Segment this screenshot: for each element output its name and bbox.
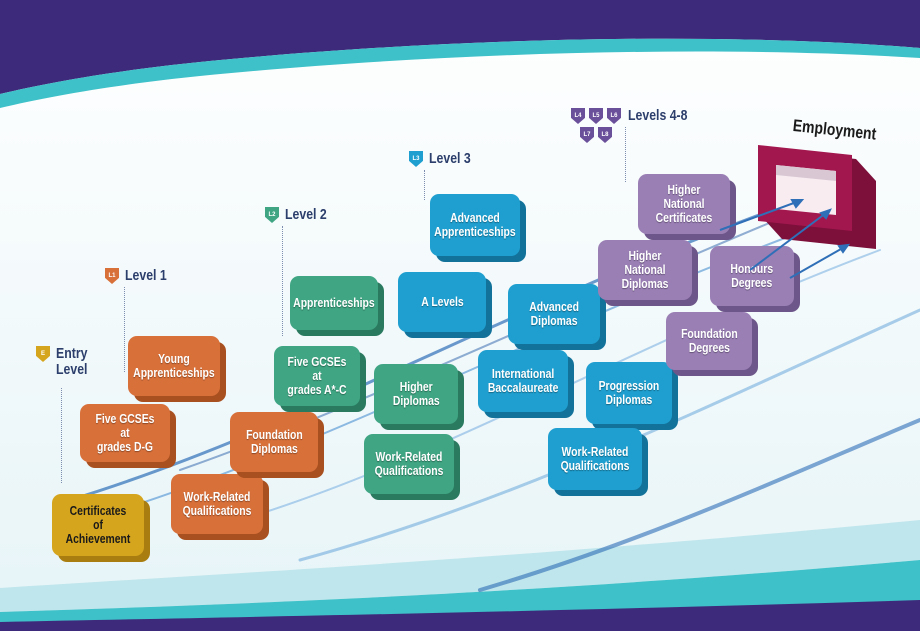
box-label: Work-Related Qualifications [560,444,630,473]
box-label: Five GCSEs at grades D-G [95,411,155,454]
entry-level-badge-icon: E [36,346,50,362]
bottom-banner [0,600,920,631]
box-foundation-degrees: Foundation Degrees [666,312,752,370]
level-6-badge-icon: L6 [607,108,621,124]
box-work-related-level-2: Work-Related Qualifications [364,434,454,494]
box-label: Foundation Degrees [680,326,738,355]
box-label: Foundation Diplomas [245,427,303,456]
level-1: L1 Level 1 [105,268,176,284]
box-work-related-level-3: Work-Related Qualifications [548,428,642,490]
level-3-guide [424,170,425,200]
level-4-8-guide [625,127,626,182]
level-3-badge-icon: L3 [409,151,423,167]
box-international-baccalaureate: International Baccalaureate [478,350,568,412]
box-label: Advanced Diplomas [529,299,579,328]
box-young-apprenticeships: Young Apprenticeships [128,336,220,396]
level-1-label: Level 1 [125,267,167,284]
level-2: L2 Level 2 [265,207,336,223]
entry-level-label: Entry Level [56,345,88,378]
box-label: Progression Diplomas [598,378,660,407]
box-honours-degrees: Honours Degrees [710,246,794,306]
box-label: Advanced Apprenticeships [434,210,516,239]
box-label: Certificates of Achievement [65,503,131,546]
level-entry: E Entry Level [36,346,94,378]
level-1-badge-icon: L1 [105,268,119,284]
level-2-guide [282,226,283,336]
box-label: Work-Related Qualifications [374,449,444,478]
level-3-label: Level 3 [429,150,471,167]
box-label: Five GCSEs at grades A*-C [287,354,347,397]
box-higher-national-diplomas: Higher National Diplomas [598,240,692,300]
arrows-to-employment [719,199,851,279]
box-apprenticeships: Apprenticeships [290,276,378,330]
box-label: Higher National Diplomas [621,248,669,291]
box-label: International Baccalaureate [487,366,559,395]
level-3: L3 Level 3 [409,151,480,167]
box-advanced-apprenticeships: Advanced Apprenticeships [430,194,520,256]
level-4-8-label: Levels 4-8 [628,107,688,124]
box-five-gcses-a-c: Five GCSEs at grades A*-C [274,346,360,406]
level-4-badge-icon: L4 [571,108,585,124]
level-5-badge-icon: L5 [589,108,603,124]
box-label: Higher National Certificates [655,182,713,225]
box-higher-national-certificates: Higher National Certificates [638,174,730,234]
box-progression-diplomas: Progression Diplomas [586,362,672,424]
box-certificates-of-achievement: Certificates of Achievement [52,494,144,556]
level-2-badge-icon: L2 [265,207,279,223]
level-4-8: Levels 4-8 [628,108,701,124]
entry-level-guide [61,388,62,483]
box-a-levels: A Levels [398,272,486,332]
level-1-guide [124,287,125,372]
top-banner [0,0,920,94]
box-label: Young Apprenticeships [133,351,215,380]
box-foundation-diplomas: Foundation Diplomas [230,412,318,472]
box-label: Apprenticeships [293,295,375,310]
level-2-label: Level 2 [285,206,327,223]
levels-4-8-badges: L4 L5 L6 L7 L8 [566,108,626,143]
box-advanced-diplomas: Advanced Diplomas [508,284,600,344]
top-teal-band [0,38,920,108]
box-five-gcses-d-g: Five GCSEs at grades D-G [80,404,170,462]
box-work-related-level-1: Work-Related Qualifications [171,474,263,534]
box-higher-diplomas: Higher Diplomas [374,364,458,424]
box-label: Work-Related Qualifications [182,489,252,518]
bottom-light-band [0,520,920,612]
level-8-badge-icon: L8 [598,127,612,143]
box-label: Higher Diplomas [392,379,440,408]
level-7-badge-icon: L7 [580,127,594,143]
employment-frame [758,145,876,249]
box-label: A Levels [420,294,464,309]
